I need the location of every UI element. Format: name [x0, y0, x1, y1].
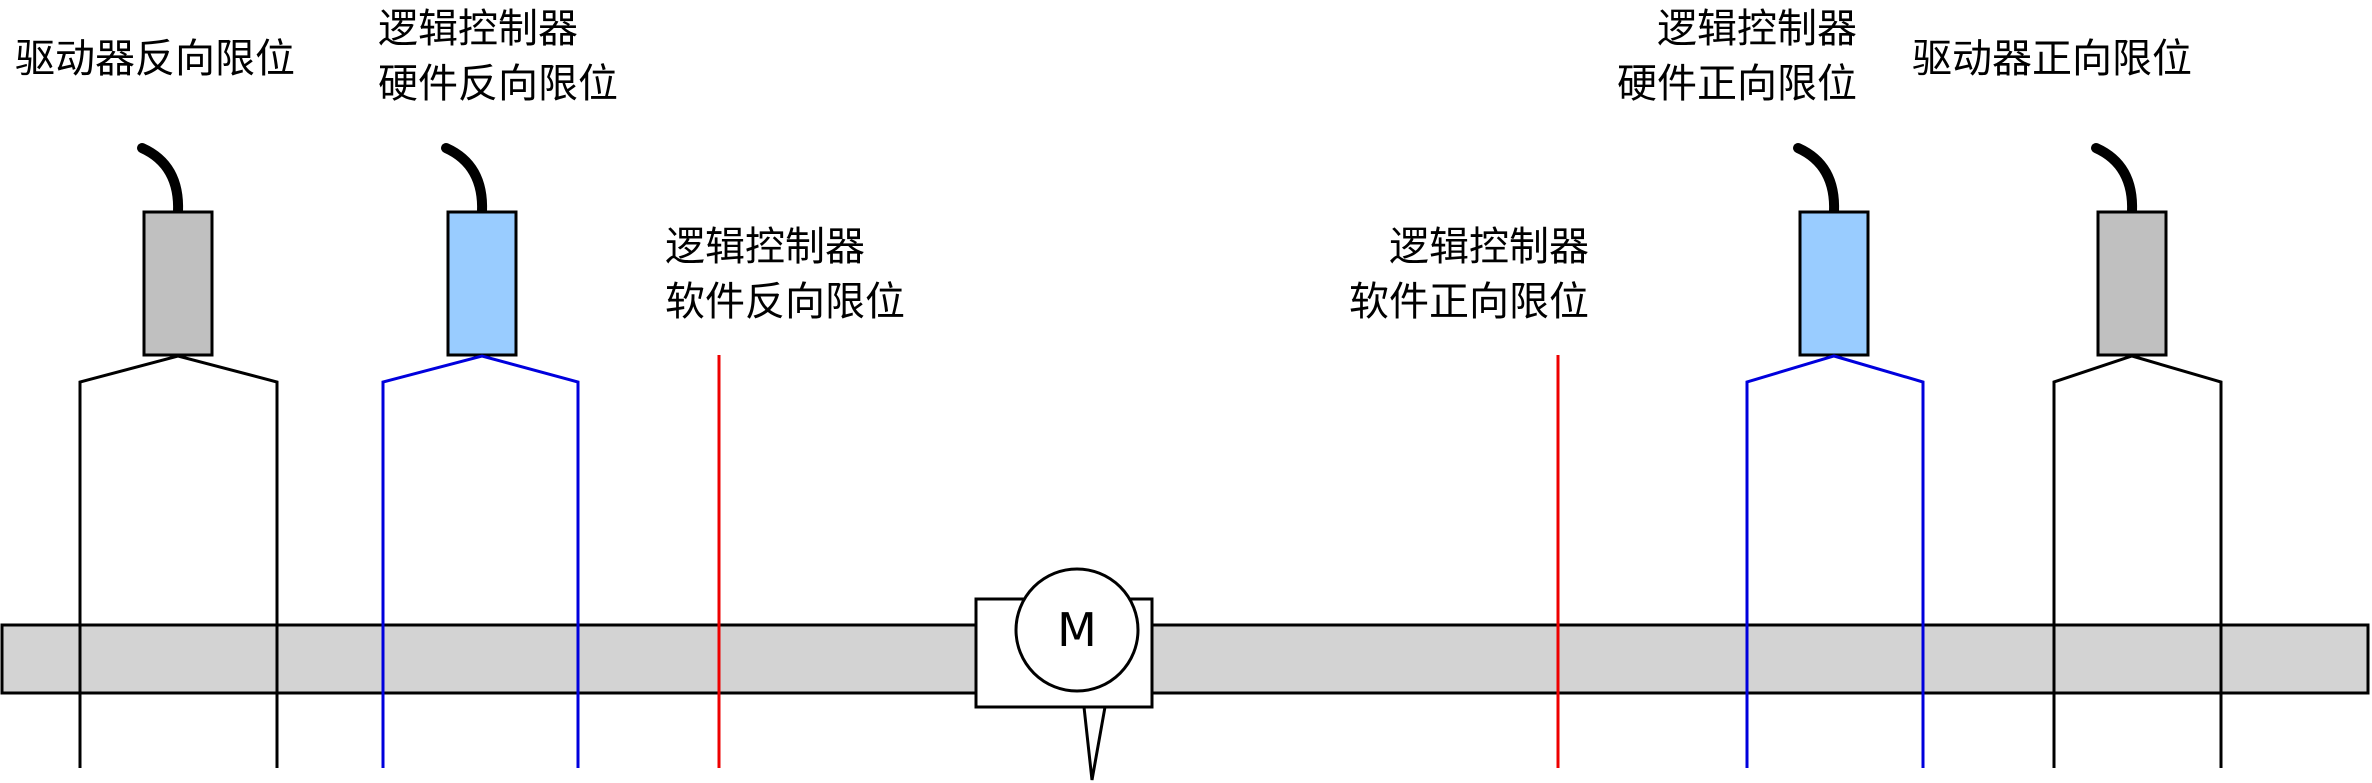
- drive-reverse-limit-lines: [78, 354, 279, 768]
- label-drive-reverse: 驱动器反向限位: [15, 36, 295, 82]
- logic-hw-forward-limit: [1745, 143, 1925, 768]
- logic-hw-reverse-limit-lines: [381, 354, 580, 768]
- label-logic-hw-forward: 逻辑控制器 硬件正向限位: [1617, 6, 1857, 107]
- label-logic-sw-forward: 逻辑控制器 软件正向限位: [1349, 224, 1589, 325]
- logic-hw-forward-limit-lines: [1745, 354, 1925, 768]
- drive-forward-sensor: [2096, 210, 2168, 357]
- linear-axis-rail: [0, 623, 2370, 695]
- label-logic-hw-reverse: 逻辑控制器 硬件反向限位: [378, 6, 618, 107]
- drive-reverse-limit: [78, 143, 279, 768]
- label-logic-sw-reverse: 逻辑控制器 软件反向限位: [665, 224, 905, 325]
- sensor-cable-icon: [137, 143, 184, 217]
- motor-pointer: [1082, 705, 1107, 781]
- motor-carriage: M: [974, 567, 1154, 781]
- logic-hw-forward-sensor: [1798, 210, 1870, 357]
- drive-forward-limit-lines: [2052, 354, 2223, 768]
- sensor-cable-icon: [2091, 143, 2138, 217]
- sensor-cable-icon: [441, 143, 488, 217]
- logic-hw-reverse-sensor: [446, 210, 518, 357]
- drive-forward-limit: [2052, 143, 2223, 768]
- label-drive-forward: 驱动器正向限位: [1912, 36, 2192, 82]
- sensor-cable-icon: [1793, 143, 1840, 217]
- motor-icon: [1014, 567, 1140, 693]
- logic-hw-reverse-limit: [381, 143, 580, 768]
- drive-reverse-sensor: [142, 210, 214, 357]
- motor-symbol: M: [1057, 603, 1097, 657]
